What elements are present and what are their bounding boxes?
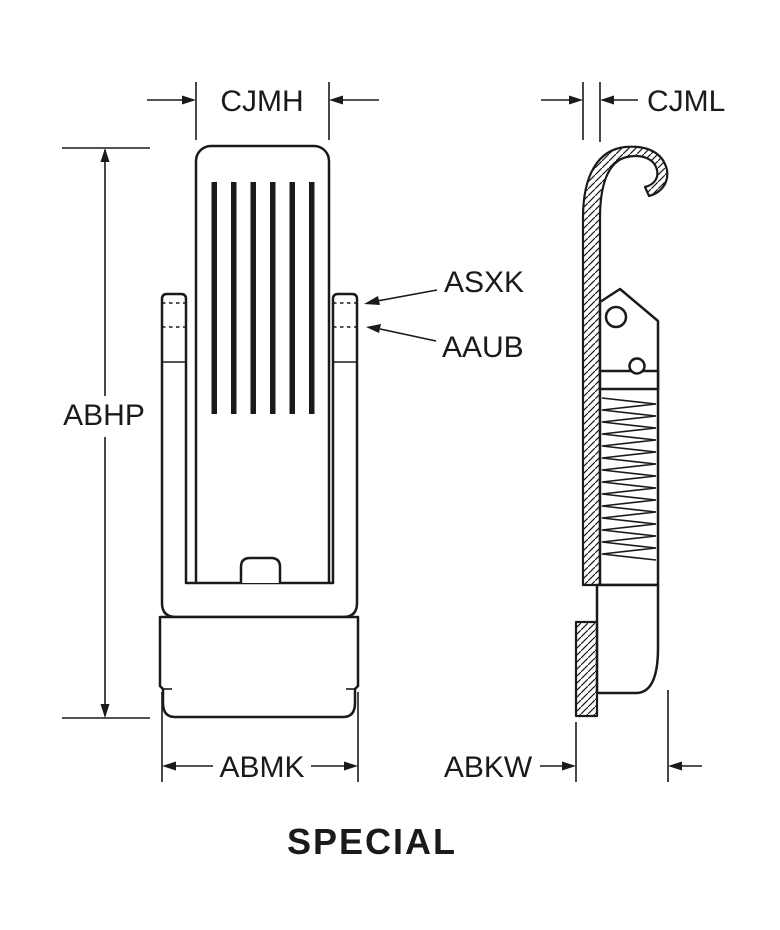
front-view	[158, 144, 360, 719]
label-abkw: ABKW	[444, 751, 533, 784]
drawing-title: SPECIAL	[287, 821, 457, 862]
spring-retainer	[598, 369, 660, 391]
retainer-pin	[628, 357, 646, 375]
dim-abkw: ABKW	[444, 690, 702, 784]
label-abhp: ABHP	[63, 399, 145, 432]
dim-abhp: ABHP	[62, 147, 150, 719]
label-abmk: ABMK	[219, 751, 304, 784]
label-aaub: AAUB	[442, 331, 524, 364]
dim-abmk: ABMK	[161, 692, 359, 784]
side-view	[574, 145, 669, 718]
mounting-plate	[574, 620, 599, 718]
latch-tab	[239, 556, 282, 583]
label-cjmh: CJMH	[220, 85, 303, 118]
dim-cjml: CJML	[541, 82, 725, 142]
base-plate	[158, 615, 360, 719]
lower-body	[595, 583, 660, 695]
grip-ridges	[211, 182, 315, 414]
callout-asxk: ASXK	[364, 266, 524, 305]
bail-joint-lines	[162, 302, 357, 363]
pivot-hole	[604, 305, 628, 329]
spring	[601, 397, 657, 561]
dim-cjmh: CJMH	[147, 82, 379, 140]
label-asxk: ASXK	[444, 266, 524, 299]
callout-aaub: AAUB	[366, 324, 524, 364]
label-cjml: CJML	[647, 85, 725, 118]
